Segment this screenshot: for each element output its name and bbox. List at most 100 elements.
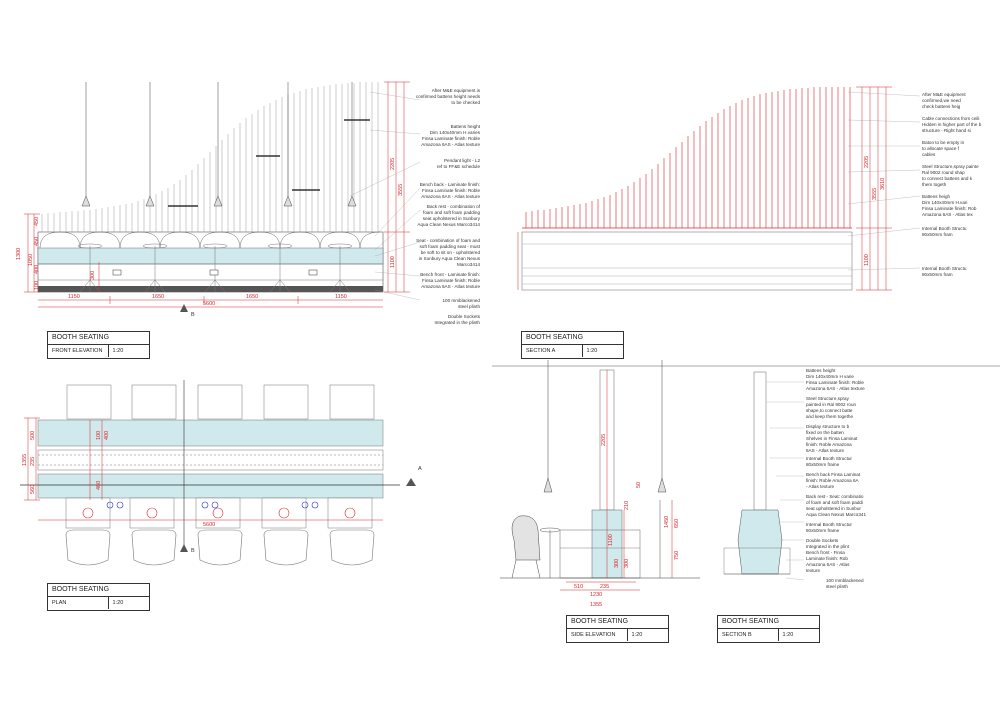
front-note-7: Amazona 6AS - Atlas texture <box>421 142 480 147</box>
dim-left-1300: 1300 <box>16 248 22 260</box>
secB-note-4: Amazona 6AS - Atlas texture <box>806 386 865 391</box>
front-note-24: Amazona 6AS - Atlas texture <box>421 284 480 289</box>
secA-note-20: Internal Booth Structu <box>922 266 967 271</box>
front-note-5: Dim 140x40mm H.varies <box>430 130 481 135</box>
title-block-title: BOOTH SEATING <box>567 616 668 629</box>
secB-note-32: steel plinth <box>826 584 848 589</box>
dim-300: 300 <box>90 271 96 280</box>
secB-note-12: finish: Roble Amazona <box>806 442 852 447</box>
side-dim-210: 210 <box>624 501 630 510</box>
secB-note-17: finish: Roble Amazona 6A <box>806 478 860 483</box>
front-note-6: Finsa Laminate finish: Roble <box>422 136 480 141</box>
secB-note-3: Finsa Laminate finish: Roble <box>806 380 864 385</box>
front-note-18: soft foam padding seat - must <box>419 244 480 249</box>
secA-note-14: Battens heigh <box>922 194 951 199</box>
title-block-title: BOOTH SEATING <box>522 332 623 345</box>
secB-note-26: Integrated in the plint <box>806 544 850 549</box>
side-dim-300a: 300 <box>614 559 620 568</box>
secA-note-18: Internal Booth Structu <box>922 226 967 231</box>
front-note-10: Bench back - Laminate finish: <box>420 182 480 187</box>
plan-dim-560: 560 <box>30 485 36 494</box>
secA-note-9: cables <box>922 152 936 157</box>
secA-note-12: to connect battens and k <box>922 176 973 181</box>
secB-note-24: 80x50mm frame <box>806 528 840 533</box>
title-block-view: FRONT ELEVATION <box>48 345 109 357</box>
side-dim-1450: 1450 <box>664 516 670 528</box>
secA-note-19: 80x50mm fram <box>922 232 953 237</box>
dim-left-450b: 450 <box>34 237 40 246</box>
secB-note-30: texture <box>806 568 820 573</box>
dim-1100: 1100 <box>390 256 396 268</box>
secA-note-13: them togeth <box>922 182 947 187</box>
secB-note-18: - Atlas texture <box>806 484 835 489</box>
secA-note-16: Finsa Laminate finish: Rob <box>922 206 977 211</box>
dim-1150-right: 1150 <box>335 294 347 300</box>
secA-note-15: Dim 140x40mm H.vari <box>922 200 967 205</box>
front-note-28: Integrated in the plinth <box>435 320 481 325</box>
dim-1650-b: 1650 <box>246 294 258 300</box>
title-block-scale: 1:20 <box>112 348 124 354</box>
secA-note-4: Cable connections from ceili <box>922 116 979 121</box>
secB-note-6: painted in Ral 9002 roun <box>806 402 857 407</box>
secA-note-7: Baton to be empty in <box>922 140 965 145</box>
secA-note-11: Ral 9002 round shap <box>922 170 965 175</box>
svg-text:A: A <box>418 466 422 472</box>
secA-note-3: check battens heig <box>922 104 961 109</box>
front-elevation-drawing: 1150 1650 1650 1150 5600 300 1300 1050 4… <box>16 81 481 325</box>
secB-note-28: Laminate finish: Rob <box>806 556 848 561</box>
front-note-11: Finsa Laminate finish: Roble <box>422 188 480 193</box>
secA-note-17: Amazona 6AS - Atlas tex <box>922 212 974 217</box>
secB-note-7: shape,to connect batte <box>806 408 853 413</box>
secB-note-16: Bench back Finsa Laminat <box>806 472 861 477</box>
secB-note-21: seat upholstered in Sunbur <box>806 506 861 511</box>
secB-note-20: of foam and soft foam paddi <box>806 500 863 505</box>
dim-1650-a: 1650 <box>152 294 164 300</box>
title-block-view: PLAN <box>48 597 109 609</box>
secB-note-11: Shelves in Finsa Laminat <box>806 436 858 441</box>
section-b-drawing: Battens height Dim 140x40mm H varie Fins… <box>723 368 866 589</box>
section-a-drawing: 2205 3555 3610 1100 After M&E equipment … <box>517 86 982 291</box>
dim-1150-left: 1150 <box>68 294 80 300</box>
dim-2205: 2205 <box>390 158 396 170</box>
dim-left-100: 100 <box>34 281 40 290</box>
side-dim-300b: 300 <box>624 559 630 568</box>
front-note-25: 100 mmblackened <box>442 298 480 303</box>
secA-note-1: After M&E equipment <box>922 92 966 97</box>
front-note-21: Marco3414 <box>457 262 480 267</box>
front-note-23: Finsa Laminate finish: Roble <box>422 278 480 283</box>
side-dim-1230: 1230 <box>590 592 602 598</box>
side-dim-235: 235 <box>600 584 609 590</box>
section-mark-b-front: B <box>180 304 195 318</box>
plan-dim-460: 460 <box>96 481 102 490</box>
plan-dim-500: 500 <box>30 431 36 440</box>
secB-note-13: 6AS - Atlas texture <box>806 448 844 453</box>
plan-drawing: 500 1355 235 560 100 400 460 5600 A B <box>20 380 422 566</box>
dim-3555: 3555 <box>398 184 404 196</box>
side-dim-50: 50 <box>636 482 642 488</box>
secB-note-31: 100 mmblackened <box>826 578 864 583</box>
front-note-26: steel plinth <box>458 304 480 309</box>
front-note-4: Battens height <box>451 124 481 129</box>
title-block-scale: 1:20 <box>586 348 598 354</box>
front-note-15: seat upholstered in Sunbury <box>423 216 481 221</box>
secB-note-15: 80x50mm frame <box>806 462 840 467</box>
side-dim-2205: 2205 <box>601 434 607 446</box>
title-block-scale: 1:20 <box>782 632 794 638</box>
side-dim-1355: 1355 <box>590 602 602 608</box>
side-dim-650: 650 <box>674 519 680 528</box>
section-mark-b-plan: B <box>180 544 195 554</box>
section-mark-a-plan: A <box>406 466 422 486</box>
front-note-8: Pendant light - L2 <box>444 158 480 163</box>
secB-note-29: Amazona 6AS - Atlas <box>806 562 850 567</box>
front-note-17: Seat - combination of foam and <box>416 238 480 243</box>
front-note-20: in Sunbury Aqua Clean Nexus <box>419 256 481 261</box>
svg-text:B: B <box>191 548 195 554</box>
secA-note-5: Hidden in higher part of the b <box>922 122 982 127</box>
svg-text:B: B <box>191 312 195 318</box>
front-note-19: be soft to sit on - upholstered <box>421 250 481 255</box>
